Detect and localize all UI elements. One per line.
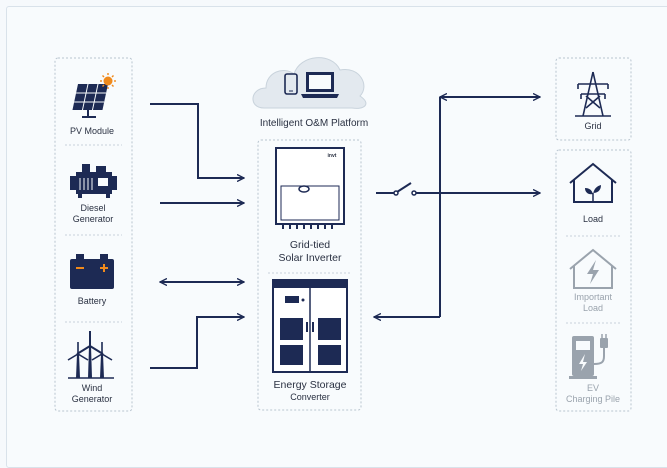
important-load-label-2: Load [583,303,603,313]
wind-generator-icon [67,331,114,379]
converter-label-1: Energy Storage [274,379,347,391]
inverter-label-2: Solar Inverter [278,252,342,264]
pv-to-inverter-line [150,103,244,178]
converter-label-2: Converter [290,392,330,402]
energy-storage-converter-icon [272,279,348,373]
solar-inverter-icon [275,147,345,229]
breaker-switch [376,182,440,196]
diesel-label-1: Diesel [80,203,105,213]
battery-icon [70,254,114,289]
important-load-icon [569,248,617,289]
ev-charger-icon [569,334,608,379]
transmission-tower-icon [575,71,611,117]
inverter-label-1: Grid-tied [290,239,330,251]
sources-group [54,57,133,412]
important-load-label-1: Important [574,292,613,302]
inverter-brand: invt [328,153,337,159]
equipment-group [257,139,362,411]
grid-label: Grid [584,121,601,131]
sun-icon [100,73,116,89]
cloud-label: Intelligent O&M Platform [260,118,368,129]
diesel-label-2: Generator [73,214,114,224]
ev-label-2: Charging Pile [566,394,620,404]
loads-group [555,149,632,412]
wind-label-2: Generator [72,394,113,404]
smartphone-icon [284,73,298,95]
diesel-generator-icon [70,164,117,198]
house-load-icon [569,162,617,203]
pv-module-icon [72,84,108,118]
ev-label-1: EV [587,383,599,393]
pv-module-label: PV Module [70,126,114,136]
wind-label-1: Wind [82,383,103,393]
microgrid-diagram: PV Module Diesel Generator Battery [54,57,632,412]
load-label: Load [583,214,603,224]
wind-to-converter-line [150,317,244,369]
laptop-icon [301,72,339,98]
battery-label: Battery [78,296,107,306]
grid-group [555,57,632,141]
